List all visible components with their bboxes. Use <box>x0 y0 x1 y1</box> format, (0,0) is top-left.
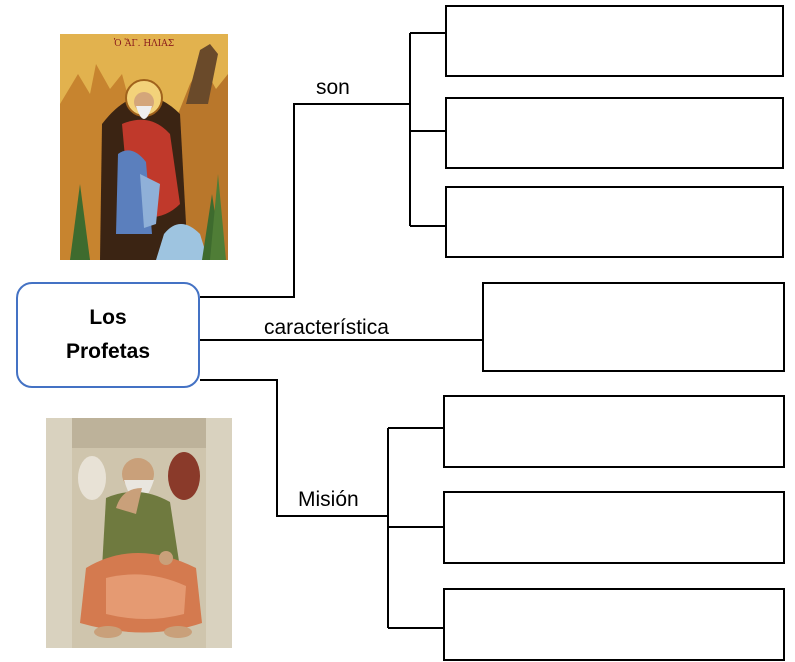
elijah-icon-image: Ὁ ἍΓ. ΗΛΙΑΣ <box>60 34 228 260</box>
caracteristica-answer-box[interactable] <box>482 282 785 372</box>
son-answer-box-1[interactable] <box>445 5 784 77</box>
son-answer-box-3[interactable] <box>445 186 784 258</box>
mision-answer-box-3[interactable] <box>443 588 785 661</box>
edge-label-caracteristica: característica <box>264 316 389 339</box>
edge-label-son: son <box>316 76 350 99</box>
edge-label-mision: Misión <box>298 488 359 511</box>
central-node: Los Profetas <box>16 282 200 388</box>
jeremiah-fresco-image <box>46 418 232 648</box>
icon-inscription: Ὁ ἍΓ. ΗΛΙΑΣ <box>114 38 174 49</box>
mision-answer-box-1[interactable] <box>443 395 785 468</box>
mision-answer-box-2[interactable] <box>443 491 785 564</box>
son-answer-box-2[interactable] <box>445 97 784 169</box>
central-node-line1: Los <box>89 306 127 329</box>
son-connector <box>200 103 410 298</box>
mision-connector <box>200 379 388 517</box>
central-node-line2: Profetas <box>65 340 151 363</box>
